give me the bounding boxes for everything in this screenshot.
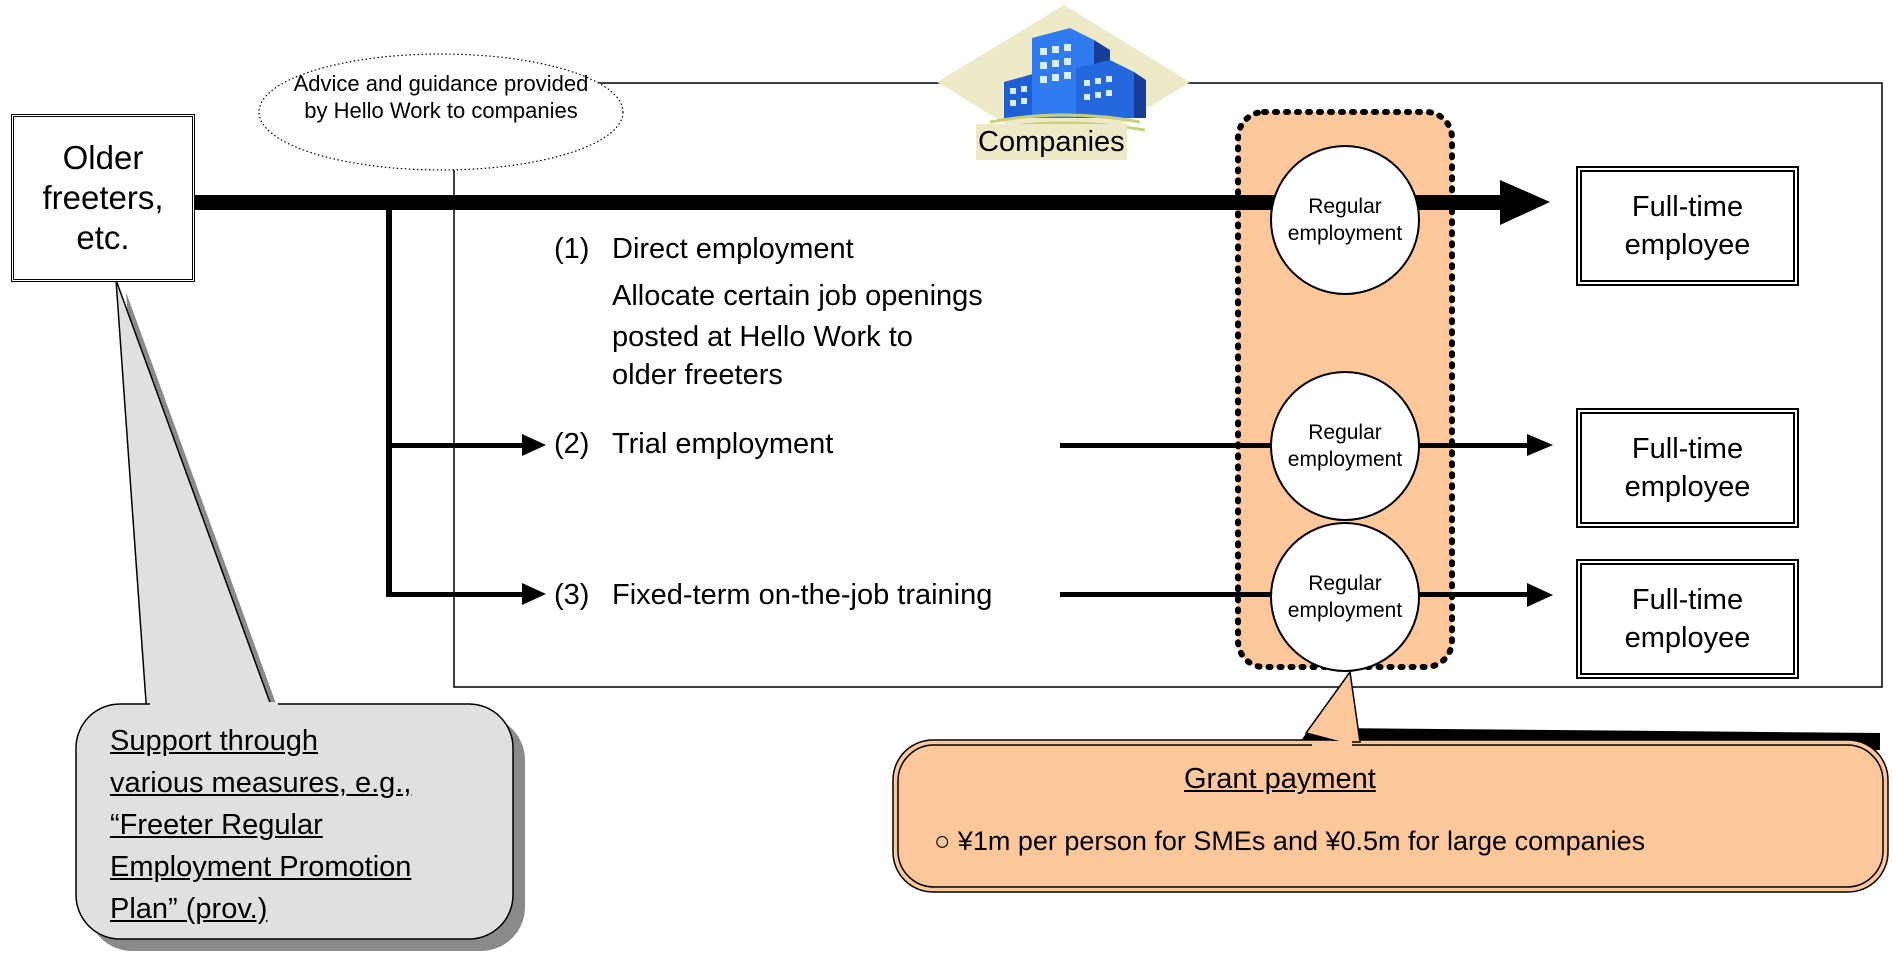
route3-branch-arrow [386,592,526,597]
support-line-4: Employment Promotion [110,851,412,883]
grant-callout-pointer-join [1312,741,1352,749]
route2-branch-arrowhead [522,434,546,456]
route1-thick-arrow-shaft [193,195,1503,210]
route3-arrowhead [1527,583,1553,607]
route2-arrowhead [1527,434,1553,456]
grant-callout-title: Grant payment [1184,763,1376,795]
grant-callout-detail: ○ ¥1m per person for SMEs and ¥0.5m for … [934,826,1646,856]
office-buildings-icon [937,5,1190,160]
route3-number: (3) [554,579,590,611]
companies-label: Companies [976,124,1127,160]
advice-text: Advice and guidance provided by Hello Wo… [293,71,589,123]
route1-arrowhead [1500,180,1550,225]
route3-title: Fixed-term on-the-job training [612,579,993,611]
route2-branch-arrow [386,443,526,448]
support-callout-pointer [115,279,282,731]
route1-description-line1: Allocate certain job openings [612,280,983,312]
route3-branch-arrowhead [522,583,546,605]
support-callout-pointer-join [150,702,278,708]
support-callout-text: Support through various measures, e.g., … [110,720,411,930]
route1-description-line3: older freeters [612,359,783,391]
route1-description-line2: posted at Hello Work to [612,321,913,353]
older-freeters-label: Older freeters, etc. [42,139,164,256]
route1-number: (1) [554,233,590,265]
support-callout-body [75,703,514,940]
route2-number: (2) [554,428,590,460]
route2-title: Trial employment [612,428,834,460]
advice-ellipse [258,53,624,171]
support-line-1: Support through [110,725,318,757]
route1-title: Direct employment [612,233,854,265]
grant-callout-body [892,739,1889,893]
support-line-5: Plan” (prov.) [110,893,268,925]
support-line-3: “Freeter Regular [110,809,323,841]
grant-callout-pointer-shadow [1300,672,1880,750]
support-line-2: various measures, e.g., [110,767,412,799]
branch-connector [386,208,392,595]
older-freeters-box: Older freeters, etc. [11,114,195,282]
grant-callout-inner-border [897,744,1884,888]
